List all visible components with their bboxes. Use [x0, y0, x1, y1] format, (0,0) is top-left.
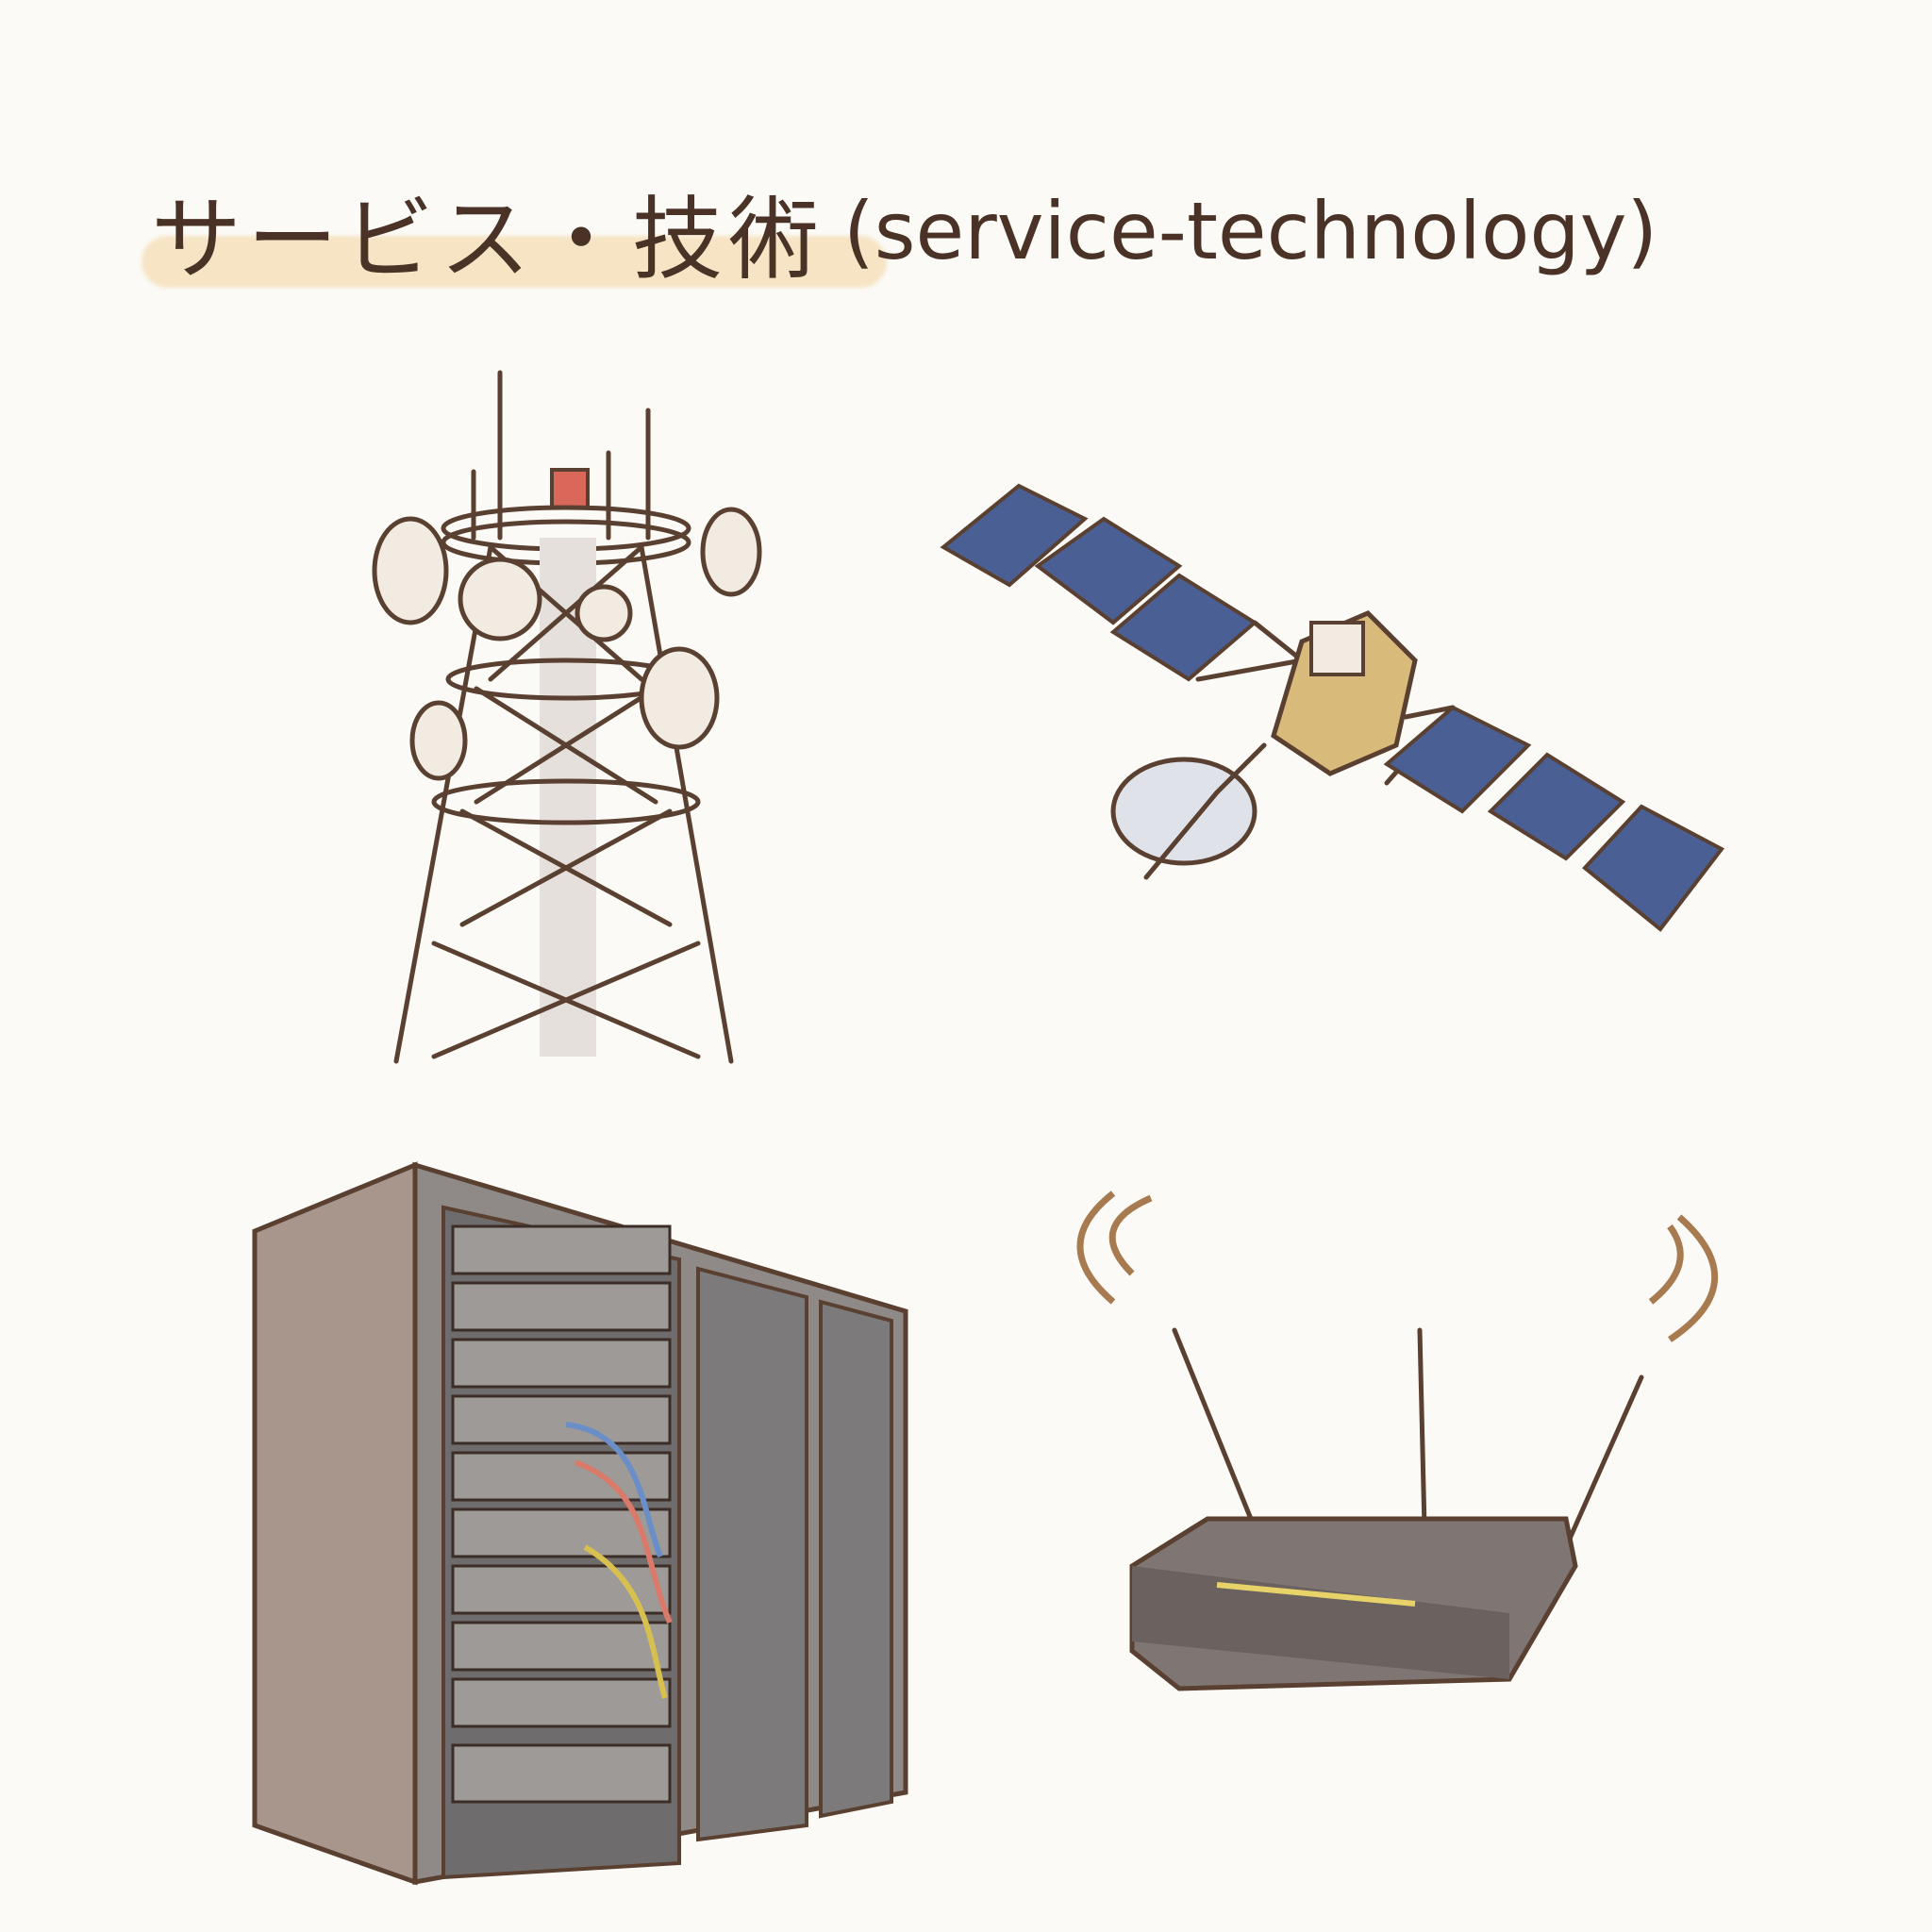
dish-icon	[1110, 757, 1257, 866]
satellite-illustration	[940, 483, 1725, 932]
cell-tower-illustration	[372, 370, 762, 1064]
satellite-body	[1271, 610, 1418, 776]
wifi-signal-icon	[1076, 1191, 1718, 1342]
server-rack-illustration	[252, 1161, 908, 1886]
solar-panel-left	[940, 483, 1258, 682]
solar-panel-right	[1383, 705, 1725, 932]
page-title: サービス・技術 (service-technology)	[151, 170, 1657, 292]
title-highlight	[142, 236, 887, 288]
title-english: (service-technology)	[843, 185, 1658, 277]
beacon-icon	[550, 468, 590, 509]
wifi-router-illustration	[1076, 1191, 1718, 1691]
title-japanese: サービス・技術	[151, 186, 824, 292]
